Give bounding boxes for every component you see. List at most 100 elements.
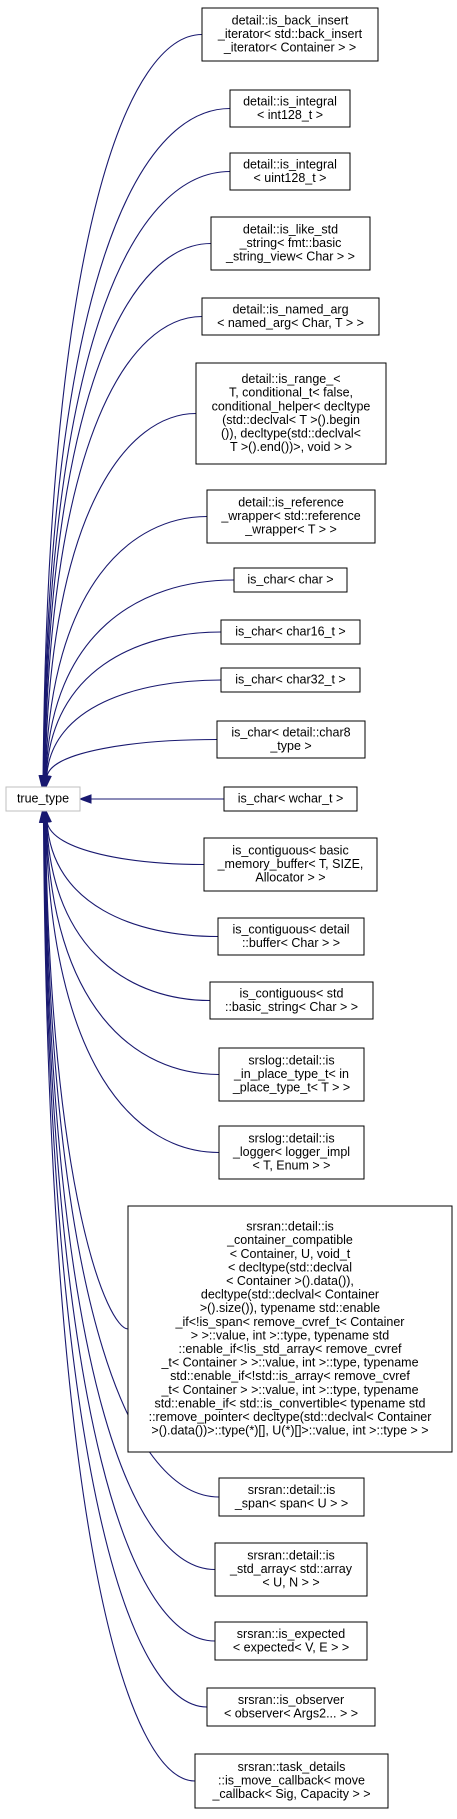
node-4-label-line: _string< fmt::basic <box>239 236 342 250</box>
node-20-label-line: srsran::detail::is <box>247 1549 335 1563</box>
node-12[interactable]: is_char< wchar_t > <box>223 786 358 812</box>
node-14-box <box>217 917 365 956</box>
node-7-label-line: _wrapper< T > > <box>244 523 337 537</box>
node-18-label-line: _t< Container > >::value, int >::type, t… <box>160 1356 418 1370</box>
node-19-label-line: _span< span< U > > <box>234 1496 348 1510</box>
node-16-label-line: _place_type_t< T > > <box>232 1081 350 1095</box>
node-1-label-line: _iterator< Container > > <box>223 41 356 55</box>
node-21-label-line: < expected< V, E > > <box>233 1640 349 1654</box>
node-6-label-line: detail::is_range_< <box>241 372 340 386</box>
node-1-label-line: detail::is_back_insert <box>232 14 349 28</box>
edge-6 <box>44 412 197 777</box>
node-15-label-line: ::basic_string< Char > > <box>225 1000 358 1014</box>
node-21[interactable]: srsran::is_expected< expected< V, E > > <box>214 1621 368 1661</box>
node-1-label-line: _iterator< std::back_insert <box>217 27 363 41</box>
node-23[interactable]: srsran::task_details::is_move_callback< … <box>194 1753 389 1809</box>
edge-11-arrowhead <box>42 775 52 789</box>
node-6-label-line: (std::declval< T >().begin <box>222 413 360 427</box>
node-3-box <box>229 152 351 191</box>
node-7-label-line: detail::is_reference <box>238 496 344 510</box>
node-17-label-line: < T, Enum > > <box>253 1159 331 1173</box>
node-2-box <box>229 89 351 128</box>
node-2-label-line: detail::is_integral <box>243 94 337 108</box>
node-14[interactable]: is_contiguous< detail::buffer< Char > > <box>217 917 365 956</box>
node-10[interactable]: is_char< char32_t > <box>220 667 361 693</box>
node-11-box <box>216 720 366 759</box>
node-18-label-line: > >::value, int >::type, typename std <box>191 1328 389 1342</box>
edge-15 <box>46 821 211 1002</box>
node-13-label-line: _memory_buffer< T, SIZE, <box>217 857 364 871</box>
node-18-label-line: srsran::detail::is <box>246 1220 334 1234</box>
node-2[interactable]: detail::is_integral< int128_t > <box>229 89 351 128</box>
node-13[interactable]: is_contiguous< basic_memory_buffer< T, S… <box>203 837 378 892</box>
node-18-label-line: std::enable_if< std::is_convertible< typ… <box>155 1396 426 1410</box>
node-17-label-line: _logger< logger_impl <box>232 1145 350 1159</box>
node-16-box <box>218 1047 365 1102</box>
node-16[interactable]: srslog::detail::is_in_place_type_t< in_p… <box>218 1047 365 1102</box>
node-18-label-line: _t< Container > >::value, int >::type, t… <box>160 1383 418 1397</box>
node-13-box <box>203 837 378 892</box>
node-1[interactable]: detail::is_back_insert_iterator< std::ba… <box>201 7 379 62</box>
node-2-label-line: < int128_t > <box>257 108 323 122</box>
node-8[interactable]: is_char< char > <box>233 567 348 593</box>
node-3[interactable]: detail::is_integral< uint128_t > <box>229 152 351 191</box>
node-20[interactable]: srsran::detail::is_std_array< std::array… <box>214 1542 368 1597</box>
node-23-label-line: ::is_move_callback< move <box>218 1774 365 1788</box>
node-10-box <box>220 667 361 693</box>
node-22[interactable]: srsran::is_observer< observer< Args2... … <box>206 1687 376 1727</box>
edge-12-arrowhead <box>78 794 92 804</box>
edge-22 <box>43 821 208 1708</box>
edges <box>38 33 235 1782</box>
node-6[interactable]: detail::is_range_<T, conditional_t< fals… <box>195 362 387 465</box>
node-15[interactable]: is_contiguous< std::basic_string< Char >… <box>209 981 374 1020</box>
node-13-label-line: Allocator > > <box>255 871 325 885</box>
node-11-label-line: is_char< detail::char8 <box>231 725 350 739</box>
node-true-type[interactable]: true_type <box>5 786 81 812</box>
node-18[interactable]: srsran::detail::is_container_compatible<… <box>127 1205 453 1453</box>
node-23-label-line: _callback< Sig, Capacity > > <box>211 1787 370 1801</box>
node-18-label-line: std::enable_if<!std::is_array< remove_cv… <box>170 1369 410 1383</box>
node-22-label-line: < observer< Args2... > > <box>224 1706 358 1720</box>
nodes: true_typedetail::is_back_insert_iterator… <box>5 7 453 1809</box>
node-17[interactable]: srslog::detail::is_logger< logger_impl< … <box>218 1125 365 1180</box>
edge-17 <box>45 821 220 1154</box>
node-5[interactable]: detail::is_named_arg< named_arg< Char, T… <box>201 297 380 336</box>
node-18-label-line: _container_compatible <box>226 1233 353 1247</box>
node-17-label-line: srslog::detail::is <box>248 1132 334 1146</box>
node-20-box <box>214 1542 368 1597</box>
node-23-box <box>194 1753 389 1809</box>
node-8-box <box>233 567 348 593</box>
node-7[interactable]: detail::is_reference_wrapper< std::refer… <box>206 489 376 544</box>
edge-21 <box>43 821 216 1642</box>
node-18-label-line: ::remove_pointer< decltype(std::declval<… <box>149 1410 432 1424</box>
edge-8 <box>45 579 235 777</box>
edge-20 <box>44 821 216 1571</box>
edge-7 <box>44 515 208 777</box>
node-4[interactable]: detail::is_like_std_string< fmt::basic_s… <box>210 216 371 271</box>
node-1-box <box>201 7 379 62</box>
edge-1 <box>42 33 203 777</box>
node-9[interactable]: is_char< char16_t > <box>220 619 361 645</box>
node-17-box <box>218 1125 365 1180</box>
node-11[interactable]: is_char< detail::char8_type > <box>216 720 366 759</box>
node-18-label-line: < Container, U, void_t <box>230 1247 351 1261</box>
node-9-box <box>220 619 361 645</box>
node-5-label-line: detail::is_named_arg <box>232 302 348 316</box>
node-18-label-line: >().data())>::type(*)[], U(*)[]>::value,… <box>151 1424 428 1438</box>
node-true-type-label-line: true_type <box>17 792 69 806</box>
node-5-box <box>201 297 380 336</box>
edge-16 <box>45 821 220 1076</box>
node-6-label-line: T >().end())>, void > > <box>230 440 352 454</box>
node-19[interactable]: srsran::detail::is_span< span< U > > <box>218 1477 365 1517</box>
edge-23 <box>42 821 196 1782</box>
node-5-label-line: < named_arg< Char, T > > <box>217 316 364 330</box>
node-4-box <box>210 216 371 271</box>
node-19-box <box>218 1477 365 1517</box>
node-19-label-line: srsran::detail::is <box>248 1483 336 1497</box>
node-18-label-line: _if<!is_span< remove_cvref_t< Container <box>175 1315 405 1329</box>
node-18-label-line: decltype(std::declval< Container <box>201 1288 379 1302</box>
node-6-label-line: T, conditional_t< false, <box>229 386 353 400</box>
node-6-box <box>195 362 387 465</box>
edge-9 <box>45 631 222 777</box>
